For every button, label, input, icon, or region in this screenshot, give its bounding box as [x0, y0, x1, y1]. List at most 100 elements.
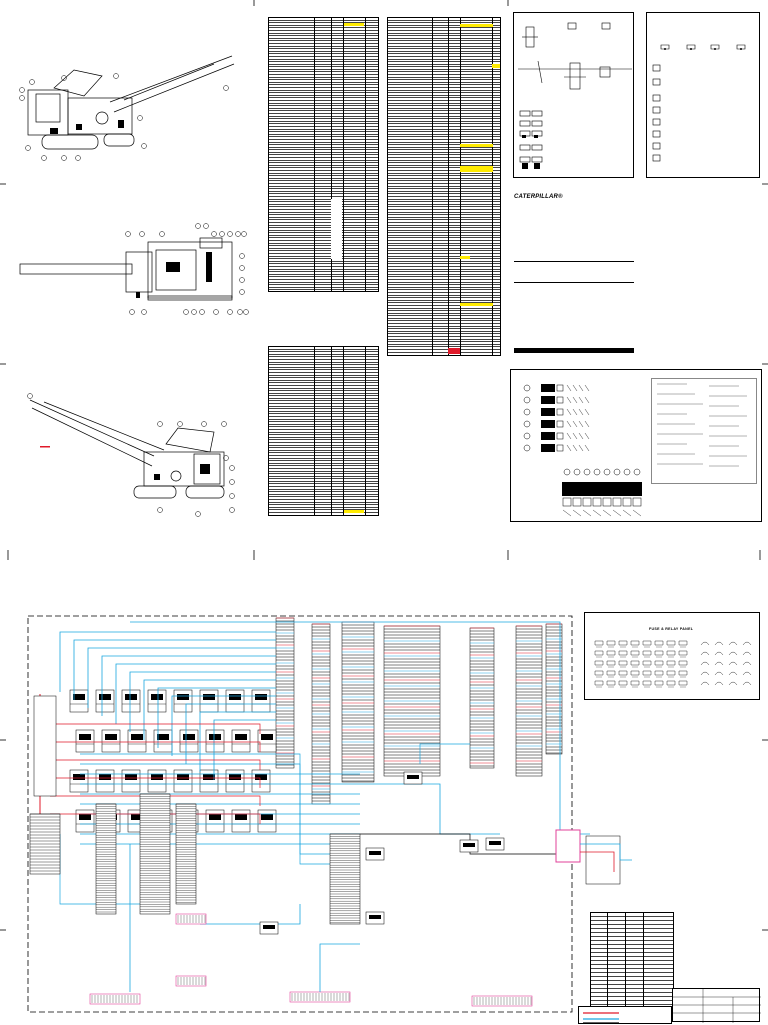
table-row — [269, 484, 378, 488]
table-row — [388, 202, 500, 205]
table-row — [269, 207, 378, 210]
table-row — [388, 67, 500, 70]
table-row — [388, 65, 500, 68]
table-row — [269, 270, 378, 273]
table-row — [388, 78, 500, 81]
table-row — [269, 386, 378, 389]
table-row — [388, 153, 500, 156]
highlighted-cell — [460, 166, 493, 172]
table-row — [269, 85, 378, 89]
table-row — [269, 407, 378, 410]
table-row — [269, 96, 378, 99]
table-row — [269, 192, 378, 195]
table-row — [388, 288, 500, 291]
table-row — [388, 301, 500, 304]
table-row — [388, 148, 500, 151]
table-row — [388, 311, 500, 314]
table-row — [388, 194, 500, 197]
table-row — [269, 433, 378, 436]
table-row — [269, 26, 378, 29]
table-row — [388, 137, 500, 140]
table-row — [269, 472, 378, 475]
table-row — [269, 137, 378, 140]
table-row — [388, 290, 500, 293]
table-column-divider — [343, 347, 344, 515]
table-row — [269, 422, 378, 425]
table-row — [269, 277, 378, 280]
table-row — [388, 18, 500, 21]
table-row — [269, 233, 378, 236]
table-row — [269, 49, 378, 52]
table-row — [388, 187, 500, 190]
table-row — [269, 44, 378, 47]
table-row — [388, 88, 500, 91]
table-column-divider — [314, 18, 315, 291]
table-row — [269, 479, 378, 482]
table-row — [591, 977, 673, 981]
title-rule-1 — [514, 261, 634, 262]
table-row — [269, 23, 378, 26]
table-row — [269, 469, 378, 472]
table-row — [388, 181, 500, 184]
table-row — [269, 98, 378, 101]
table-row — [269, 127, 378, 130]
table-row — [388, 57, 500, 60]
table-row — [388, 306, 500, 309]
table-row — [388, 130, 500, 133]
table-row — [388, 200, 500, 203]
table-row — [388, 314, 500, 317]
table-row — [269, 490, 378, 493]
table-row — [388, 171, 500, 174]
table-row — [388, 236, 500, 239]
connector-location-table — [387, 17, 501, 356]
table-row — [269, 122, 378, 125]
table-row — [388, 197, 500, 200]
table-row — [269, 510, 378, 513]
table-column-divider — [492, 18, 493, 355]
table-column-divider — [460, 18, 461, 355]
table-row — [388, 329, 500, 332]
table-column-divider — [331, 18, 332, 291]
table-row — [269, 272, 378, 275]
table-row — [388, 168, 500, 172]
table-row — [269, 474, 378, 477]
table-row — [591, 917, 673, 921]
table-row — [269, 383, 378, 386]
table-row — [388, 337, 500, 340]
table-row — [269, 360, 378, 363]
highlighted-cell — [344, 510, 364, 513]
table-row — [269, 80, 378, 83]
table-row — [388, 231, 500, 234]
table-row — [388, 184, 500, 187]
table-row — [269, 373, 378, 376]
table-row — [388, 80, 500, 83]
table-row — [269, 150, 378, 153]
table-row — [269, 376, 378, 379]
table-row — [388, 72, 500, 76]
table-row — [269, 75, 378, 78]
table-row — [269, 88, 378, 91]
table-row — [269, 148, 378, 151]
table-row — [388, 101, 500, 104]
harness-connector-box — [510, 369, 762, 522]
table-row — [591, 969, 673, 973]
table-row — [269, 176, 378, 179]
table-row — [269, 370, 378, 373]
table-row — [388, 98, 500, 101]
table-row — [591, 1001, 673, 1005]
table-row — [269, 487, 378, 490]
table-row — [269, 226, 378, 229]
table-row — [388, 264, 500, 267]
table-row — [269, 114, 378, 117]
table-row — [388, 345, 500, 348]
table-row — [269, 181, 378, 184]
table-row — [388, 244, 500, 247]
table-row — [388, 272, 500, 275]
machine-rear-view-icon — [27, 393, 235, 517]
table-row — [269, 466, 378, 469]
table-row — [388, 119, 500, 122]
table-row — [269, 464, 378, 467]
table-row — [591, 945, 673, 949]
table-row — [269, 93, 378, 96]
table-row — [269, 236, 378, 239]
